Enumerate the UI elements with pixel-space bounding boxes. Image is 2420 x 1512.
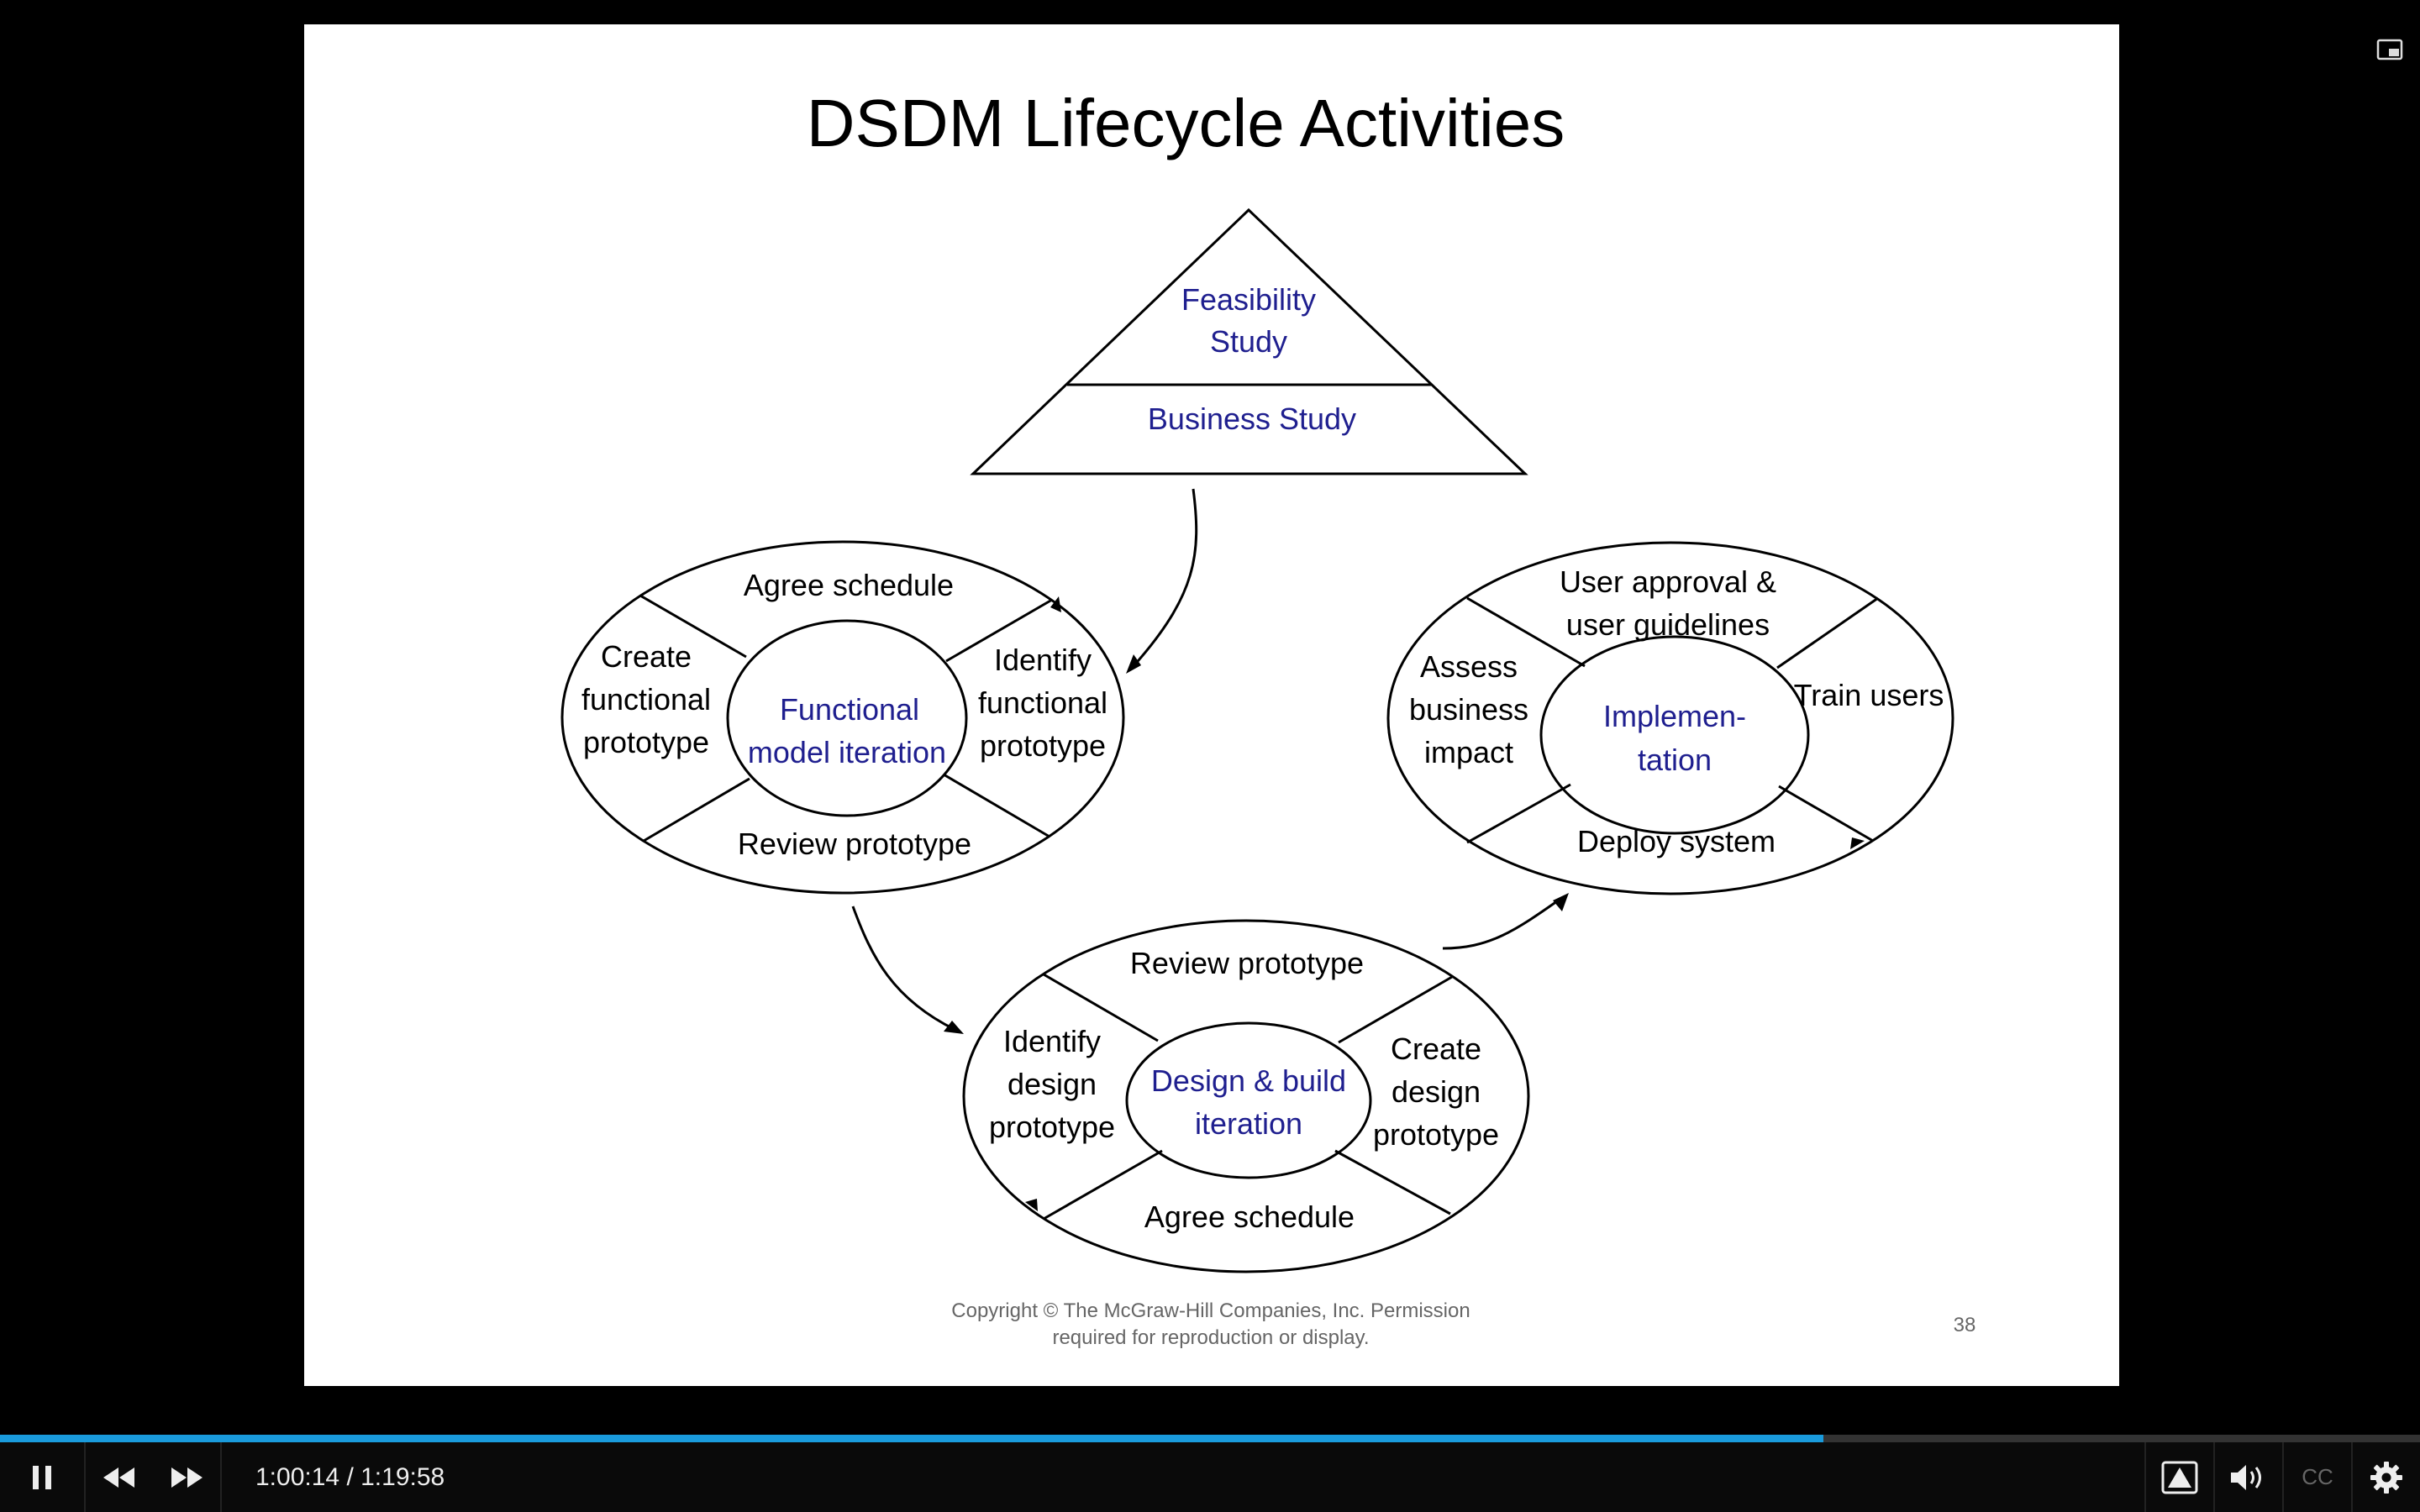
design-center-label-2: iteration — [1195, 1106, 1302, 1141]
design-right-label-3: prototype — [1373, 1117, 1499, 1152]
design-center-label-1: Design & build — [1151, 1063, 1346, 1098]
implementation-center-label-2: tation — [1638, 743, 1712, 777]
copyright-line-1: Copyright © The McGraw-Hill Companies, I… — [951, 1299, 1470, 1322]
implementation-left-label-3: impact — [1424, 735, 1513, 769]
time-separator: / — [346, 1462, 354, 1491]
feasibility-label-2: Study — [1210, 324, 1287, 359]
control-bar: 1:00:14 / 1:19:58 CC — [0, 1442, 2420, 1512]
theater-mode-button[interactable] — [2144, 1442, 2213, 1512]
functional-bottom-label: Review prototype — [738, 827, 971, 861]
implementation-top-label-2: user guidelines — [1566, 607, 1770, 642]
cc-label: CC — [2302, 1464, 2333, 1489]
pause-button[interactable] — [0, 1442, 86, 1512]
rewind-button[interactable] — [86, 1442, 153, 1512]
volume-button[interactable] — [2213, 1442, 2282, 1512]
implementation-cycle: Implemen- tation User approval & user gu… — [1386, 541, 1954, 895]
pause-icon — [33, 1465, 51, 1489]
rewind-icon — [103, 1467, 134, 1488]
copyright-line-2: required for reproduction or display. — [1052, 1326, 1369, 1349]
design-build-cycle: Design & build iteration Review prototyp… — [962, 919, 1530, 1273]
feasibility-triangle: Feasibility Study Business Study — [970, 207, 1528, 475]
progress-fill — [0, 1435, 1823, 1442]
fast-forward-icon — [171, 1467, 203, 1488]
design-left-label-2: design — [1007, 1067, 1097, 1101]
duration: 1:19:58 — [360, 1462, 445, 1491]
current-time: 1:00:14 — [255, 1462, 340, 1491]
implementation-center-label-1: Implemen- — [1603, 699, 1746, 733]
picture-in-picture-icon[interactable] — [2376, 39, 2403, 60]
theater-mode-icon — [2161, 1461, 2198, 1494]
design-bottom-label: Agree schedule — [1144, 1200, 1355, 1234]
implementation-bottom-label: Deploy system — [1577, 824, 1776, 858]
functional-top-label: Agree schedule — [744, 568, 954, 602]
implementation-right-label: Train users — [1794, 678, 1944, 712]
design-right-label-2: design — [1392, 1074, 1481, 1109]
implementation-top-label-1: User approval & — [1560, 564, 1776, 599]
implementation-left-label-1: Assess — [1420, 649, 1518, 684]
progress-bar[interactable] — [0, 1435, 2420, 1442]
volume-icon — [2231, 1464, 2261, 1490]
gear-icon — [2370, 1461, 2402, 1494]
time-display: 1:00:14 / 1:19:58 — [222, 1463, 445, 1492]
settings-button[interactable] — [2351, 1442, 2420, 1512]
functional-left-label-1: Create — [601, 639, 692, 674]
functional-left-label-3: prototype — [583, 725, 709, 759]
functional-iteration-cycle: Functional model iteration Agree schedul… — [560, 540, 1125, 895]
functional-right-label-2: functional — [978, 685, 1107, 720]
flow-arrows — [851, 488, 1865, 1211]
fast-forward-button[interactable] — [153, 1442, 222, 1512]
slide-page-number: 38 — [1954, 1314, 1976, 1336]
closed-captions-button[interactable]: CC — [2282, 1442, 2351, 1512]
functional-right-label-1: Identify — [994, 643, 1092, 677]
functional-center-label-1: Functional — [780, 692, 919, 727]
dsdm-diagram: DSDM Lifecycle Activities Feasibility St… — [560, 86, 1976, 1349]
implementation-left-label-2: business — [1409, 692, 1528, 727]
slide: DSDM Lifecycle Activities Feasibility St… — [304, 24, 2119, 1386]
slide-title: DSDM Lifecycle Activities — [807, 86, 1565, 160]
functional-left-label-2: functional — [581, 682, 711, 717]
design-left-label-1: Identify — [1003, 1024, 1101, 1058]
business-study-label: Business Study — [1148, 402, 1356, 436]
functional-right-label-3: prototype — [980, 728, 1106, 763]
design-left-label-3: prototype — [989, 1110, 1115, 1144]
design-right-label-1: Create — [1391, 1032, 1481, 1066]
feasibility-label-1: Feasibility — [1181, 282, 1316, 317]
design-top-label: Review prototype — [1130, 946, 1364, 980]
functional-center-label-2: model iteration — [748, 735, 946, 769]
